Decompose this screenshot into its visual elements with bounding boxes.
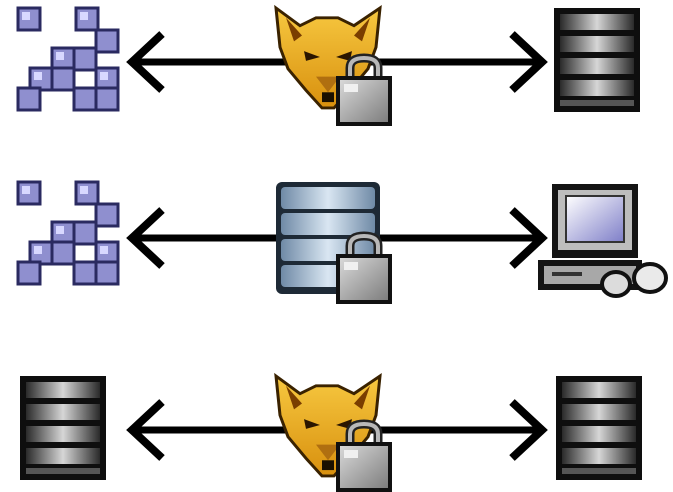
network-icon bbox=[16, 6, 120, 112]
row-2 bbox=[16, 180, 668, 302]
server-icon bbox=[554, 8, 640, 112]
row-3 bbox=[20, 374, 642, 490]
row-1 bbox=[16, 6, 640, 124]
computer-icon bbox=[536, 182, 668, 298]
network-icon bbox=[16, 180, 120, 286]
server-icon bbox=[20, 376, 106, 480]
server-icon bbox=[556, 376, 642, 480]
